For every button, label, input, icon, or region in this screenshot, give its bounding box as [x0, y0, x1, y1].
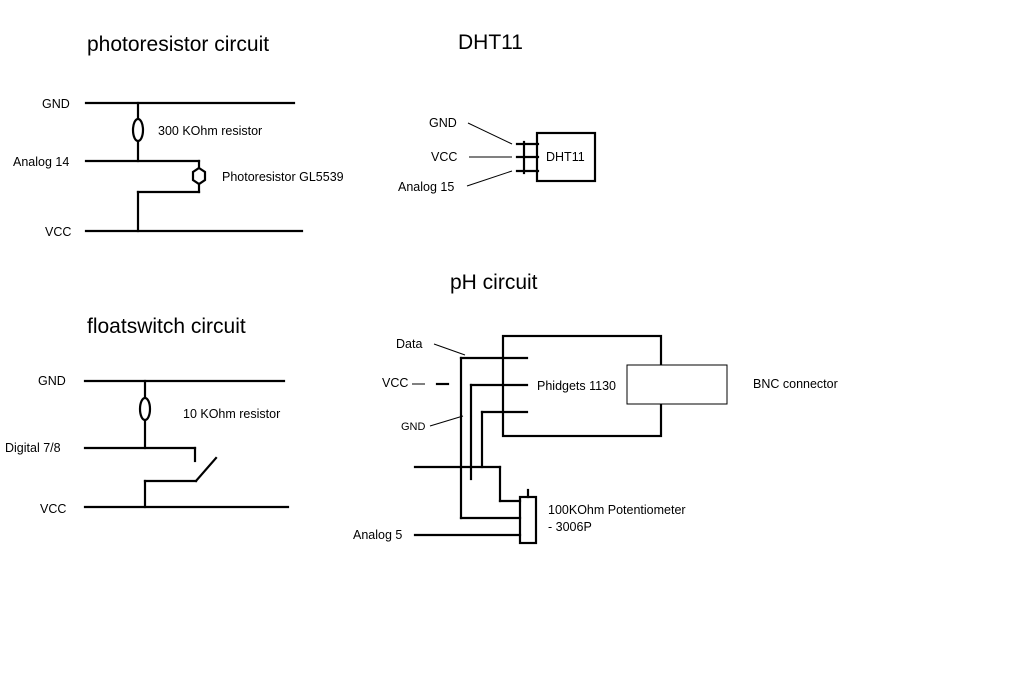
floatswitch-resistor-symbol [138, 396, 152, 422]
photoresistor-sensor-symbol [191, 166, 207, 186]
ph-potentiometer-symbol [518, 495, 538, 545]
dht11-analog-label: Analog 15 [398, 180, 454, 194]
ph-pot-label-line2: - 3006P [548, 520, 592, 534]
floatswitch-circuit: floatswitch circuit GND Digital 7/8 VCC … [5, 315, 290, 516]
photoresistor-title: photoresistor circuit [87, 33, 269, 56]
dht11-vcc-label: VCC [431, 150, 457, 164]
ph-vcc-label: VCC [382, 376, 408, 390]
ph-data-pointer [433, 343, 466, 356]
dht11-circuit: DHT11 GND VCC Analog 15 DHT11 [398, 31, 597, 194]
floatswitch-title: floatswitch circuit [87, 315, 246, 338]
ph-bnc-label: BNC connector [753, 377, 838, 391]
ph-pot-label-line1: 100KOhm Potentiometer [548, 503, 686, 517]
dht11-gnd-pointer [467, 122, 513, 145]
photoresistor-gnd-label: GND [42, 97, 70, 111]
floatswitch-vcc-label: VCC [40, 502, 66, 516]
ph-title: pH circuit [450, 271, 538, 294]
floatswitch-digital-label: Digital 7/8 [5, 441, 61, 455]
photoresistor-circuit: photoresistor circuit GND Analog 14 VCC … [13, 33, 344, 239]
photoresistor-resistor-symbol [131, 117, 145, 143]
floatswitch-switch-blade [194, 456, 218, 483]
photoresistor-resistor-label: 300 KOhm resistor [158, 124, 262, 138]
ph-bnc-connector [626, 364, 728, 405]
photoresistor-vcc-label: VCC [45, 225, 71, 239]
ph-gnd-label: GND [401, 421, 426, 433]
ph-phidgets-label: Phidgets 1130 [537, 379, 616, 393]
ph-circuit: pH circuit Data VCC GND Analog 5 100KOhm… [353, 271, 838, 545]
ph-analog-label: Analog 5 [353, 528, 402, 542]
dht11-chip-body [535, 131, 597, 183]
dht11-chip-label: DHT11 [546, 150, 585, 164]
dht11-gnd-label: GND [429, 116, 457, 130]
photoresistor-sensor-label: Photoresistor GL5539 [222, 170, 344, 184]
photoresistor-analog-label: Analog 14 [13, 155, 69, 169]
dht11-title: DHT11 [458, 31, 523, 54]
ph-data-label: Data [396, 337, 422, 351]
floatswitch-resistor-label: 10 KOhm resistor [183, 407, 280, 421]
ph-gnd-pointer [429, 415, 464, 427]
dht11-analog-pointer [466, 170, 513, 187]
floatswitch-gnd-label: GND [38, 374, 66, 388]
